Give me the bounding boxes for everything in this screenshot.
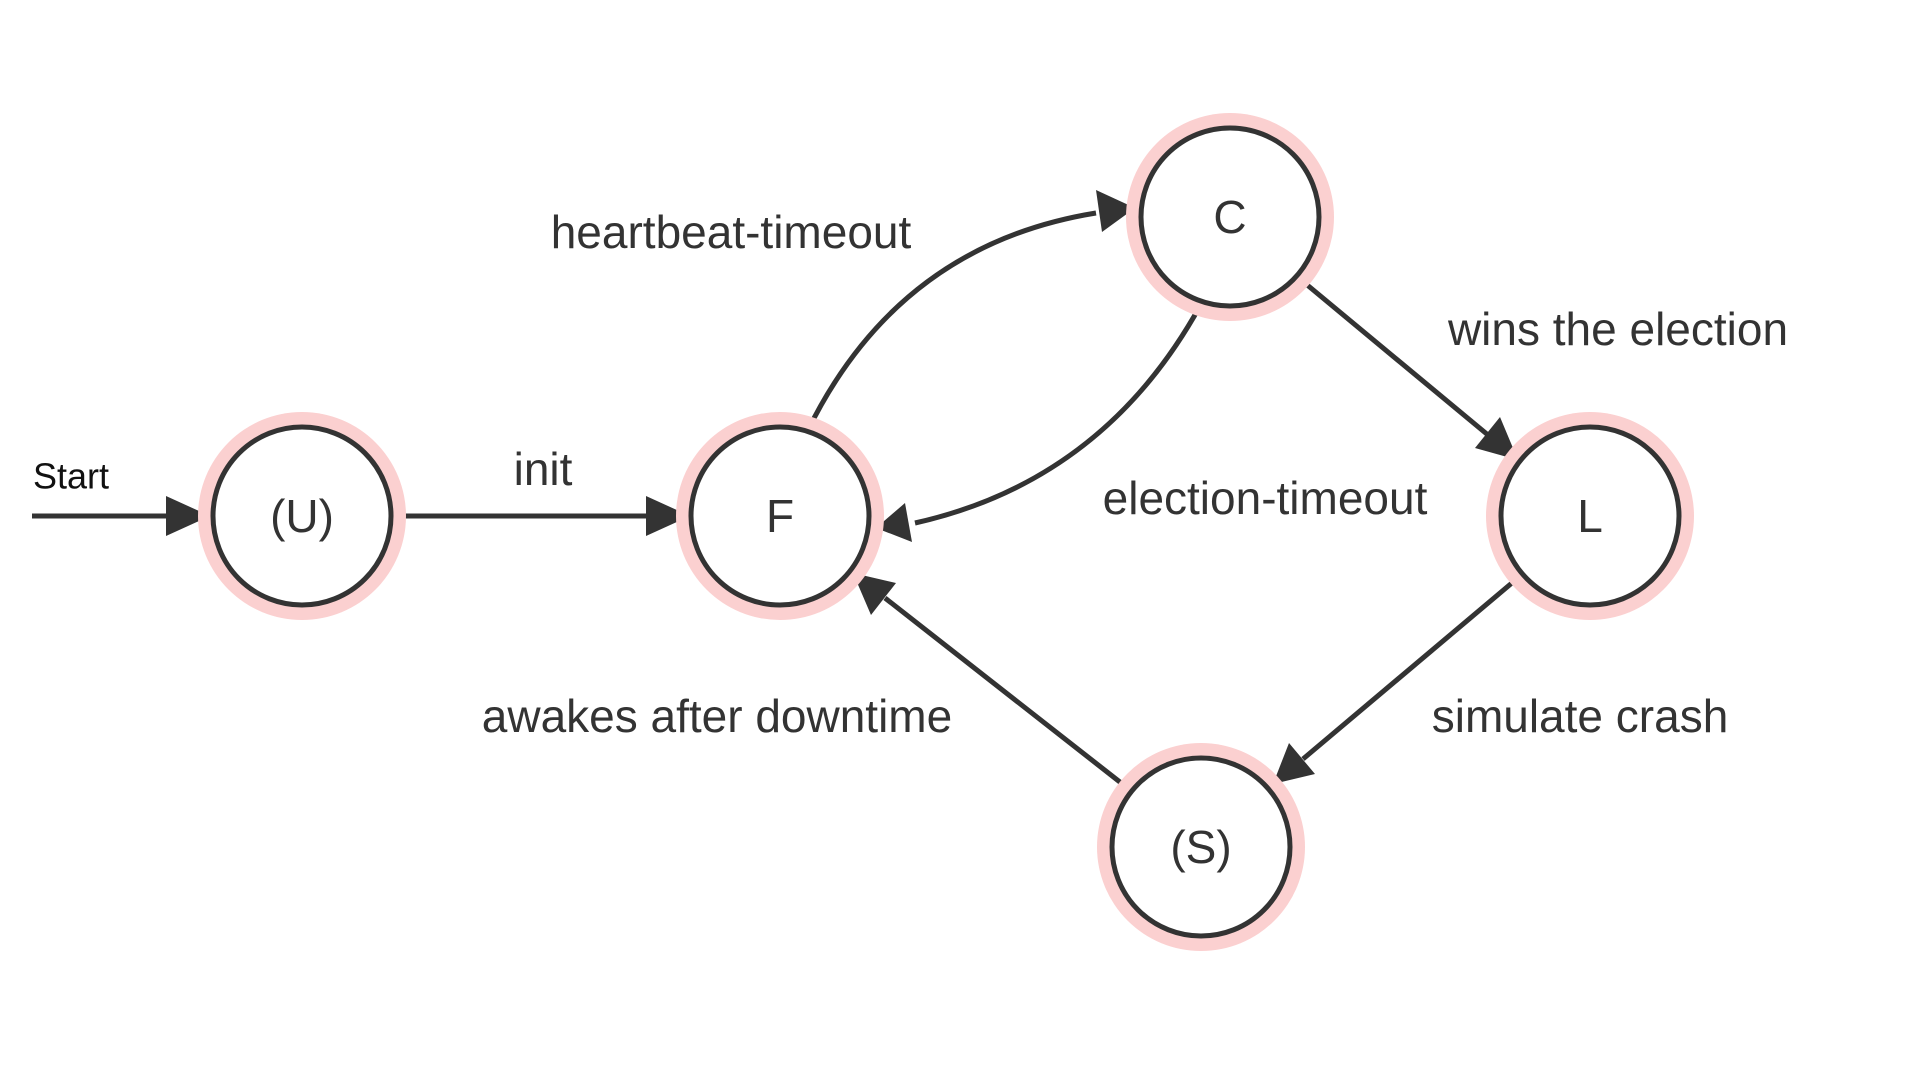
- awakes-after-downtime-arrow-line: [883, 596, 1127, 788]
- state-c-label: C: [1213, 191, 1246, 243]
- awakes-after-downtime-arrowhead-icon: [853, 573, 896, 615]
- simulate-crash-arrow-line: [1301, 575, 1521, 761]
- state-s-label: (S): [1170, 821, 1231, 873]
- edge-heartbeat-timeout: [804, 190, 1135, 434]
- awakes-after-downtime-label: awakes after downtime: [482, 690, 952, 742]
- state-u-label: (U): [270, 490, 334, 542]
- simulate-crash-label: simulate crash: [1432, 690, 1729, 742]
- state-u: (U): [198, 412, 406, 620]
- state-c: C: [1126, 113, 1334, 321]
- state-l: L: [1486, 412, 1694, 620]
- state-l-label: L: [1577, 490, 1603, 542]
- heartbeat-timeout-label: heartbeat-timeout: [551, 206, 912, 258]
- init-arrowhead-icon: [646, 496, 690, 536]
- edge-start: [32, 496, 210, 536]
- edge-wins-election: [1298, 277, 1518, 460]
- start-label: Start: [33, 456, 109, 497]
- heartbeat-timeout-arrowhead-icon: [1096, 190, 1135, 232]
- heartbeat-timeout-arrow-line: [804, 210, 1097, 434]
- start-arrowhead-icon: [166, 496, 210, 536]
- edge-awakes-after-downtime: [853, 573, 1127, 788]
- election-timeout-arrowhead-icon: [876, 503, 912, 542]
- election-timeout-arrow-line: [914, 304, 1203, 526]
- state-f-label: F: [766, 490, 794, 542]
- state-f: F: [676, 412, 884, 620]
- election-timeout-label: election-timeout: [1103, 472, 1428, 524]
- edge-init: [390, 496, 690, 536]
- edge-simulate-crash: [1273, 575, 1521, 784]
- wins-election-arrowhead-icon: [1475, 417, 1518, 460]
- state-s: (S): [1097, 743, 1305, 951]
- wins-election-label: wins the election: [1447, 303, 1788, 355]
- simulate-crash-arrowhead-icon: [1273, 743, 1315, 784]
- wins-election-arrow-line: [1298, 277, 1490, 437]
- init-label: init: [514, 443, 573, 495]
- edge-election-timeout: [876, 304, 1203, 542]
